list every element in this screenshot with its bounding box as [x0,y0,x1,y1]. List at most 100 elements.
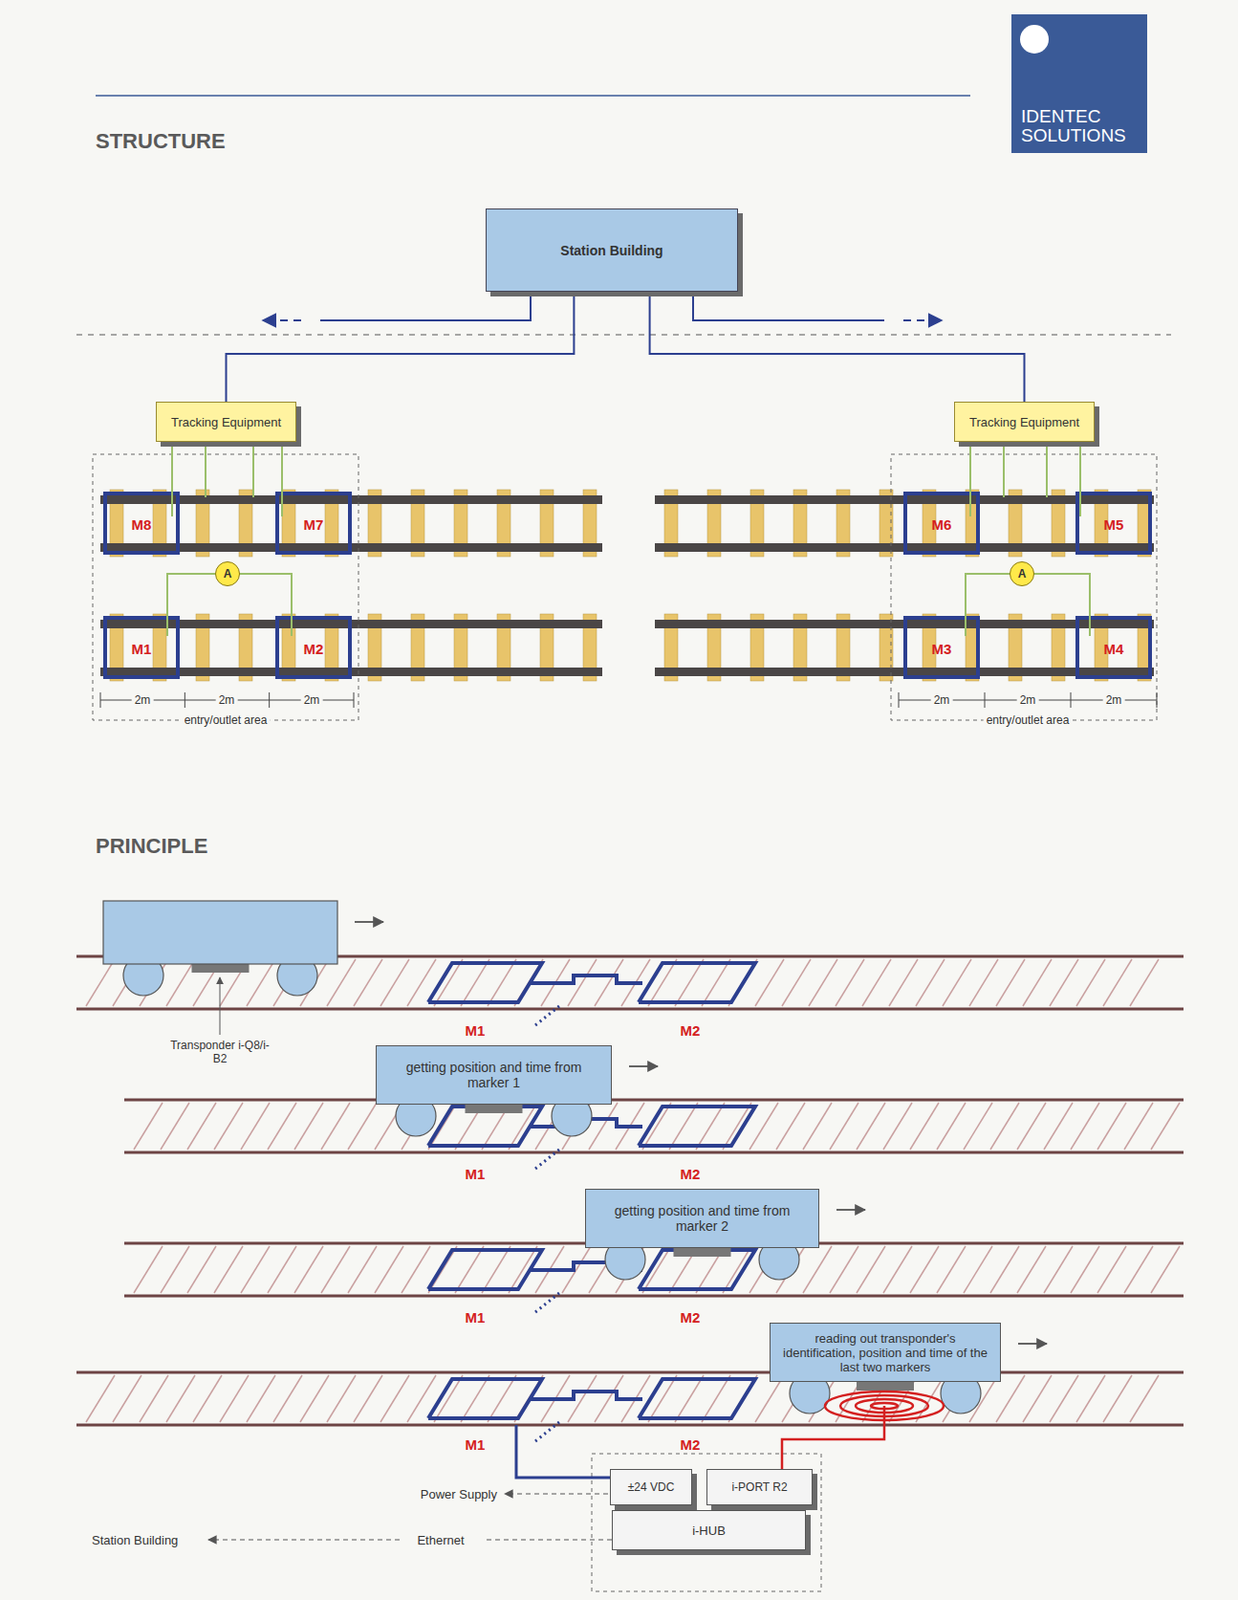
line [910,1102,939,1150]
process-box: reading out transponder's identification… [769,1322,1001,1382]
marker-loop [277,493,350,553]
track-structure [92,454,1157,720]
line [629,1064,658,1067]
line [187,1245,217,1293]
node-text: Tracking Equipment [171,414,282,430]
process-box: i-HUB [611,1509,806,1550]
line [965,573,1014,636]
line [535,1421,560,1441]
header-rule [95,95,971,97]
marker-loop [638,962,756,1002]
line [294,1102,324,1150]
line [1045,441,1048,498]
junction-circle: A [1009,561,1035,587]
line [862,958,891,1006]
line [240,1245,270,1293]
line [214,1102,243,1150]
entry-area-frame [92,454,359,720]
line [76,1370,1184,1374]
equipment-frame [591,1453,822,1591]
line [1124,1102,1153,1150]
process-box: Tracking Equipment [155,401,297,442]
line [273,1374,303,1422]
line [963,1245,993,1293]
line [133,1245,163,1293]
node-text: IDENTEC SOLUTIONS [1020,107,1142,146]
line [167,573,218,636]
line [380,958,410,1006]
line [990,1102,1020,1150]
line [674,1374,704,1422]
line [1049,1374,1079,1422]
line [1097,1102,1127,1150]
line [219,1374,249,1422]
marker-name: M2 [680,1165,701,1182]
node-text: i-HUB [692,1522,726,1538]
marker-loop [277,617,350,677]
reader-equipment [208,1390,944,1591]
line [1129,1374,1159,1422]
marker-name: M2 [680,1435,701,1453]
line [829,1102,859,1150]
line [755,1374,784,1422]
line [1124,1245,1153,1293]
marker-loop [1077,617,1151,677]
entry-area-frame [890,454,1157,720]
marker-name: M1 [465,1435,486,1453]
marker-name: M8 [131,516,153,533]
line [1129,958,1159,1006]
line [246,958,276,1006]
annotation: 2m [301,693,324,707]
connector [226,291,575,402]
logo-dot [1017,21,1056,61]
line [300,1374,329,1422]
marker-name: M7 [304,516,325,533]
line [996,1374,1025,1422]
transponder [465,1104,523,1113]
annotation: 2m [1017,693,1040,707]
annotation: 2m [1103,693,1126,707]
line [160,1245,190,1293]
line [516,1424,610,1477]
line [124,1151,1184,1154]
line [642,1245,672,1293]
line [903,319,942,322]
line [1017,1102,1046,1150]
line [374,1245,404,1293]
line [267,1245,297,1293]
line [1151,1245,1180,1293]
marker-name: M2 [680,1021,701,1039]
line [294,1245,324,1293]
line [1002,441,1005,498]
line [535,1292,560,1312]
section-heading: PRINCIPLE [95,833,208,859]
marker-name: M1 [465,1021,486,1039]
line [240,1102,270,1150]
node-text: reading out transponder's identification… [778,1330,993,1374]
tracking-wires [167,441,1090,636]
marker-name: M5 [1104,516,1125,533]
line [835,958,865,1006]
line [482,1538,612,1540]
marker-loop [428,1249,543,1289]
connector [650,291,1025,402]
line [969,958,999,1006]
line [669,1102,698,1150]
marker-name: M2 [304,640,325,657]
line [755,958,784,1006]
line [86,958,115,1006]
line [95,94,971,97]
marker-loop [638,1106,756,1146]
line [267,1102,297,1150]
line [889,958,918,1006]
line [187,1102,217,1150]
line [353,958,383,1006]
line [856,1102,886,1150]
process-box: getting position and time from marker 2 [585,1188,820,1248]
line [1103,958,1132,1006]
process-box: getting position and time from marker 1 [375,1044,612,1105]
transponder [192,963,250,973]
line [1103,1374,1132,1422]
annotation: entry/outlet area [983,713,1073,727]
node-text: getting position and time from marker 2 [593,1202,811,1234]
